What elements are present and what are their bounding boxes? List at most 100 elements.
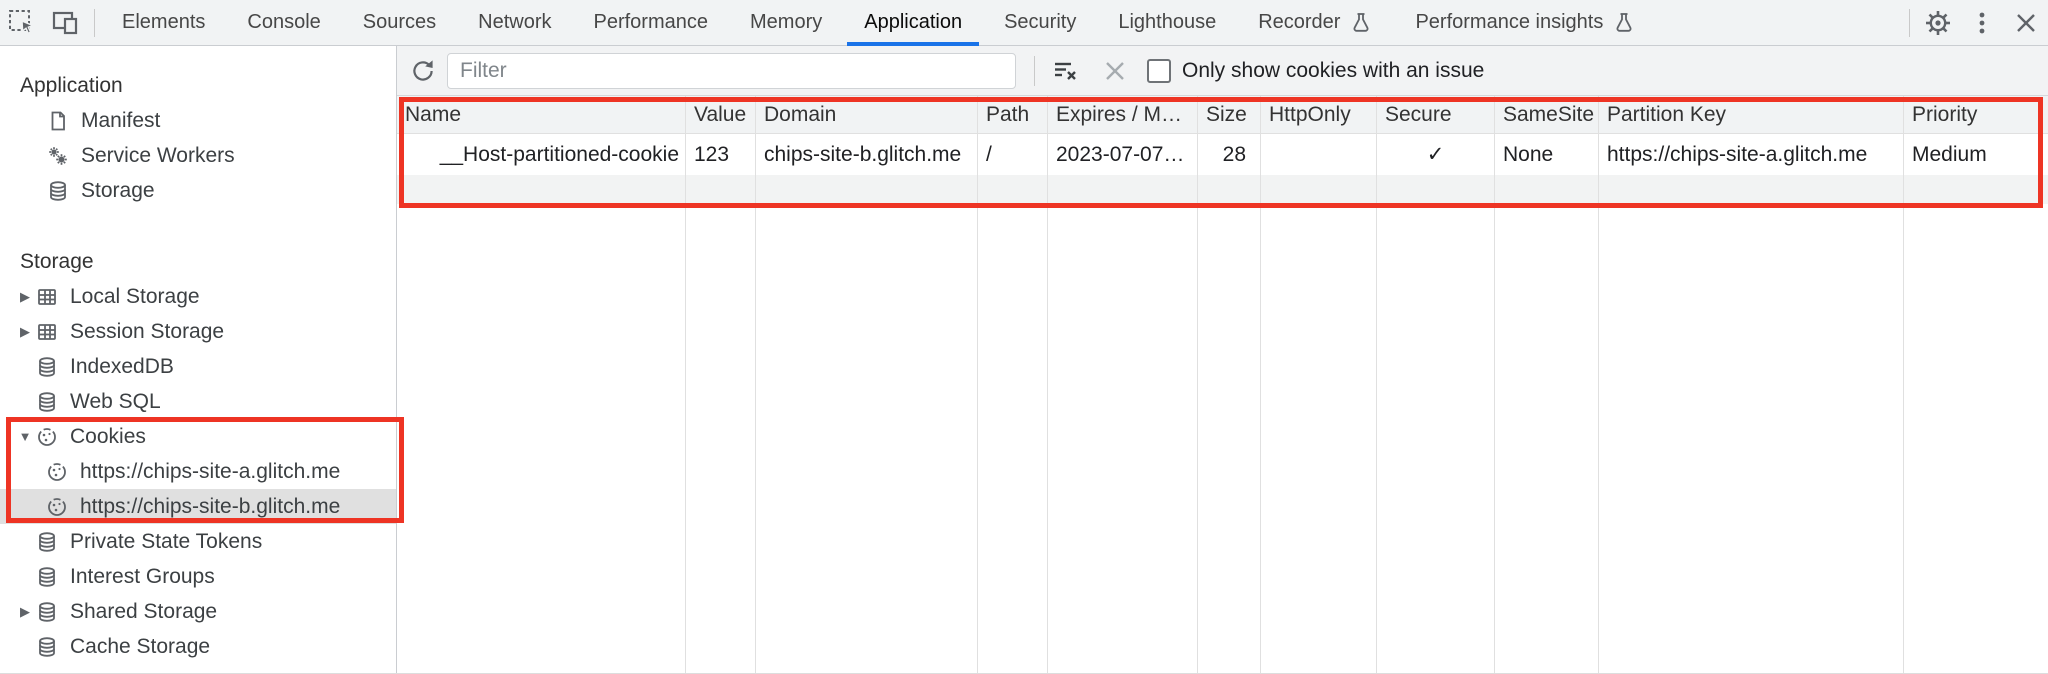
sidebar-item-label: https://chips-site-b.glitch.me — [80, 494, 341, 518]
sidebar-item-label: Manifest — [81, 108, 161, 132]
table-icon — [38, 323, 56, 340]
column-header-domain[interactable]: Domain — [756, 96, 978, 134]
cell-samesite[interactable]: None — [1495, 134, 1599, 175]
empty-cell — [978, 204, 1048, 673]
sidebar-item-web-sql[interactable]: Web SQL — [0, 384, 396, 419]
column-header-secure[interactable]: Secure — [1377, 96, 1495, 134]
empty-cell — [1495, 175, 1599, 204]
sidebar-item-label: Shared Storage — [70, 599, 218, 623]
empty-cell — [1377, 204, 1495, 673]
sidebar-item-interest-groups[interactable]: Interest Groups — [0, 559, 396, 594]
delete-icon[interactable] — [1101, 57, 1129, 85]
column-header-httponly[interactable]: HttpOnly — [1261, 96, 1377, 134]
column-header-samesite[interactable]: SameSite — [1495, 96, 1599, 134]
cookie-row[interactable]: __Host-partitioned-cookie 123 chips-site… — [397, 134, 2048, 175]
tab-console[interactable]: Console — [226, 0, 341, 45]
sidebar-item-cookie-chips-site-b[interactable]: https://chips-site-b.glitch.me — [0, 489, 396, 524]
device-toolbar-icon[interactable] — [44, 0, 88, 45]
column-header-size[interactable]: Size — [1198, 96, 1261, 134]
tab-performance-insights[interactable]: Performance insights — [1394, 0, 1657, 45]
refresh-icon[interactable] — [407, 55, 439, 87]
cell-expires[interactable]: 2023-07-07… — [1048, 134, 1198, 175]
cookies-pane: Only show cookies with an issue Name Val… — [397, 46, 2048, 673]
tab-label: Recorder — [1258, 11, 1341, 33]
sidebar-item-label: Interest Groups — [70, 564, 215, 588]
tab-elements[interactable]: Elements — [101, 0, 226, 45]
tab-label: Memory — [750, 11, 823, 33]
tab-lighthouse[interactable]: Lighthouse — [1097, 0, 1237, 45]
chevron-right-icon[interactable]: ▶ — [20, 603, 30, 619]
empty-cell — [1048, 204, 1198, 673]
inspect-element-icon[interactable] — [0, 0, 44, 45]
empty-cell — [1048, 175, 1198, 204]
empty-cell — [978, 175, 1048, 204]
sidebar-item-local-storage[interactable]: ▶ Local Storage — [0, 279, 396, 314]
column-header-path[interactable]: Path — [978, 96, 1048, 134]
cell-partition-key[interactable]: https://chips-site-a.glitch.me — [1599, 134, 1904, 175]
sidebar-item-storage[interactable]: Storage — [0, 173, 396, 208]
tabbar-spacer — [1657, 0, 1903, 45]
empty-stripe-row — [397, 175, 2048, 204]
column-header-value[interactable]: Value — [686, 96, 756, 134]
clear-filter-icon[interactable] — [1051, 56, 1081, 86]
tab-memory[interactable]: Memory — [729, 0, 843, 45]
sidebar-item-label: https://chips-site-a.glitch.me — [80, 459, 341, 483]
cell-httponly[interactable] — [1261, 134, 1377, 175]
chevron-right-icon[interactable]: ▶ — [20, 288, 30, 304]
cell-size[interactable]: 28 — [1198, 134, 1261, 175]
cell-path[interactable]: / — [978, 134, 1048, 175]
sidebar-item-label: Service Workers — [81, 143, 235, 167]
sidebar-item-service-workers[interactable]: Service Workers — [0, 138, 396, 173]
tab-label: Sources — [362, 11, 437, 33]
sidebar-item-label: Private State Tokens — [70, 529, 263, 553]
settings-gear-icon[interactable] — [1916, 0, 1960, 45]
tab-label: Performance insights — [1415, 11, 1604, 33]
tab-performance[interactable]: Performance — [573, 0, 730, 45]
empty-cell — [397, 204, 686, 673]
column-header-name[interactable]: Name — [397, 96, 686, 134]
cookies-toolbar: Only show cookies with an issue — [397, 46, 2048, 96]
column-header-priority[interactable]: Priority — [1904, 96, 2048, 134]
table-icon — [38, 288, 56, 305]
cell-domain[interactable]: chips-site-b.glitch.me — [756, 134, 978, 175]
filter-input[interactable] — [447, 52, 1016, 89]
sidebar-item-cookie-chips-site-a[interactable]: https://chips-site-a.glitch.me — [0, 454, 396, 489]
chevron-right-icon[interactable]: ▶ — [20, 323, 30, 339]
cell-name[interactable]: __Host-partitioned-cookie — [397, 134, 686, 175]
sidebar-item-manifest[interactable]: Manifest — [0, 103, 396, 138]
cell-value[interactable]: 123 — [686, 134, 756, 175]
chevron-down-icon[interactable]: ▼ — [18, 428, 32, 444]
flask-icon — [1616, 12, 1632, 32]
section-header-storage: Storage — [20, 250, 94, 273]
kebab-menu-icon[interactable] — [1960, 0, 2004, 45]
only-show-issue-checkbox[interactable] — [1147, 58, 1171, 83]
empty-cell — [1198, 175, 1261, 204]
column-header-partition-key[interactable]: Partition Key — [1599, 96, 1904, 134]
sidebar-item-shared-storage[interactable]: ▶ Shared Storage — [0, 594, 396, 629]
empty-cell — [756, 175, 978, 204]
sidebar-item-private-state-tokens[interactable]: Private State Tokens — [0, 524, 396, 559]
empty-cell — [1599, 175, 1904, 204]
empty-cell — [1904, 204, 2048, 673]
tab-network[interactable]: Network — [457, 0, 572, 45]
tab-application[interactable]: Application — [843, 0, 983, 46]
tab-label: Network — [478, 11, 552, 33]
tab-security[interactable]: Security — [983, 0, 1097, 45]
empty-cell — [1261, 204, 1377, 673]
column-header-expires[interactable]: Expires / M… — [1048, 96, 1198, 134]
sidebar-item-cache-storage[interactable]: Cache Storage — [0, 629, 396, 664]
sidebar-item-indexeddb[interactable]: IndexedDB — [0, 349, 396, 384]
empty-cell — [686, 175, 756, 204]
close-icon[interactable] — [2004, 0, 2048, 45]
tab-sources[interactable]: Sources — [342, 0, 457, 45]
cell-secure[interactable]: ✓ — [1377, 134, 1495, 175]
empty-cell — [686, 204, 756, 673]
tab-recorder[interactable]: Recorder — [1237, 0, 1394, 45]
database-icon — [39, 391, 55, 412]
cell-priority[interactable]: Medium — [1904, 134, 2048, 175]
cookie-icon — [48, 497, 66, 516]
database-icon — [39, 601, 55, 622]
sidebar-item-session-storage[interactable]: ▶ Session Storage — [0, 314, 396, 349]
sidebar-item-label: Session Storage — [70, 319, 225, 343]
sidebar-item-cookies[interactable]: ▼ Cookies — [0, 419, 396, 454]
